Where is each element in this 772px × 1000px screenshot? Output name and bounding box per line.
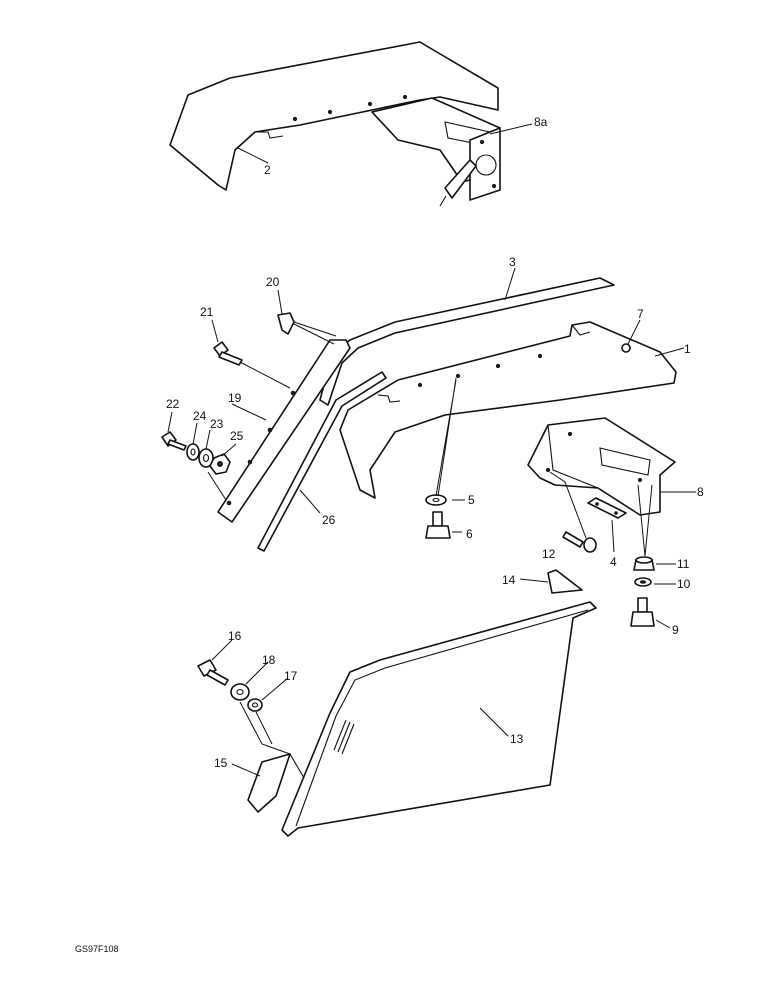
callout-10: 10	[677, 577, 691, 591]
part-1-main-fender	[339, 321, 677, 499]
part-14-wedge	[547, 569, 583, 594]
callout-24: 24	[193, 409, 207, 423]
callout-9: 9	[672, 623, 679, 637]
callout-7: 7	[637, 307, 644, 321]
part-8a-bracket	[371, 97, 501, 207]
callout-14: 14	[502, 573, 516, 587]
callout-6: 6	[466, 527, 473, 541]
part-23-washer	[198, 448, 214, 468]
callout-13: 13	[510, 732, 524, 746]
part-22-screw	[161, 431, 187, 451]
part-26-edge-strip	[257, 371, 387, 552]
callout-2: 2	[264, 163, 271, 177]
part-2-upper-fender	[169, 41, 499, 191]
part-10-washer	[634, 577, 652, 587]
callout-18: 18	[262, 653, 276, 667]
part-16-screw	[197, 659, 229, 686]
callout-17: 17	[284, 669, 298, 683]
figure-code: GS97F108	[75, 944, 119, 954]
part-9-bolt	[630, 597, 655, 627]
callout-1: 1	[684, 342, 691, 356]
part-18-washer	[230, 683, 250, 701]
callout-4: 4	[610, 555, 617, 569]
callout-11: 11	[677, 557, 690, 571]
part-11-nut	[633, 556, 655, 571]
callout-16: 16	[228, 629, 242, 643]
callout-21: 21	[200, 305, 214, 319]
part-13-lower-fender	[281, 601, 597, 837]
callout-12: 12	[542, 547, 556, 561]
part-6-bolt	[425, 511, 451, 539]
callout-26: 26	[322, 513, 336, 527]
part-21-bolt	[213, 341, 243, 366]
part-15-mud-flap	[247, 753, 305, 813]
part-12-screw	[562, 531, 597, 553]
part-5-washer	[425, 494, 447, 506]
leader-lines	[167, 123, 696, 777]
callout-25: 25	[230, 429, 244, 443]
callout-8a: 8a	[534, 115, 548, 129]
callout-22: 22	[166, 397, 180, 411]
callout-23: 23	[210, 417, 224, 431]
callout-labels: 8a 2 3 20 21 7 1 19 22 24 23 25 5 8 26 6…	[166, 115, 704, 770]
callout-20: 20	[266, 275, 280, 289]
part-20-clip	[277, 312, 295, 335]
callout-3: 3	[509, 255, 516, 269]
part-24-washer	[186, 443, 200, 461]
part-17-washer	[247, 698, 263, 712]
callout-15: 15	[214, 756, 228, 770]
part-25-nut	[209, 453, 231, 475]
part-19-support-stay	[217, 339, 351, 523]
callout-5: 5	[468, 493, 475, 507]
callout-8: 8	[697, 485, 704, 499]
part-4-plate	[587, 497, 627, 519]
callout-19: 19	[228, 391, 242, 405]
